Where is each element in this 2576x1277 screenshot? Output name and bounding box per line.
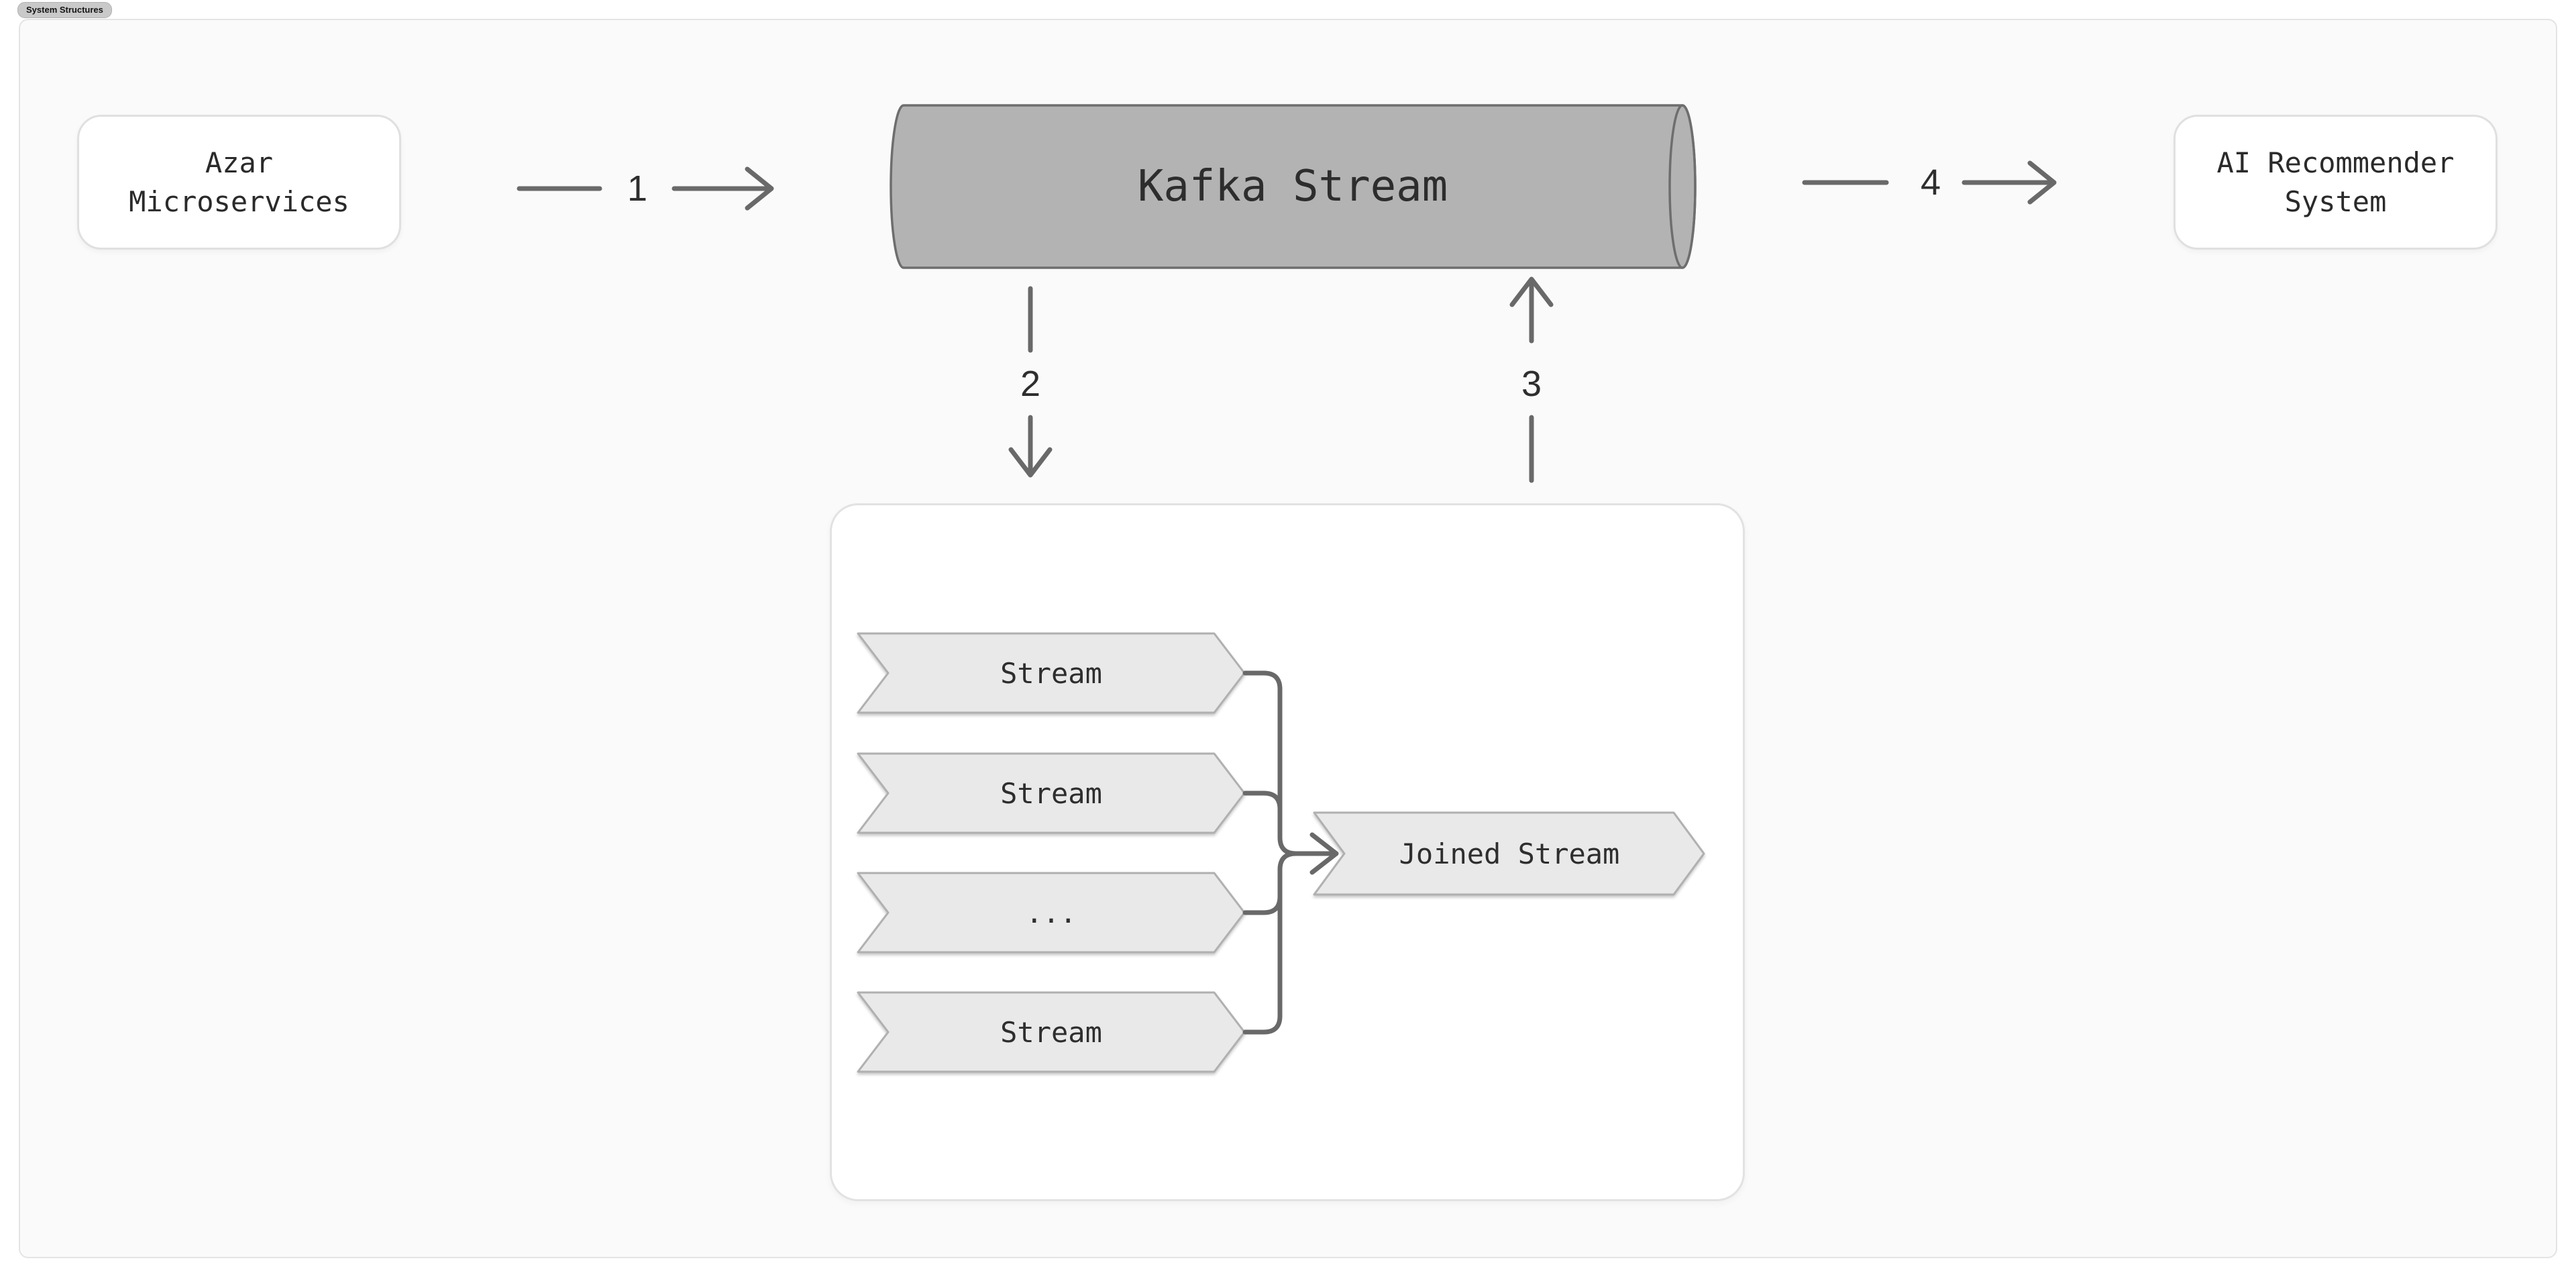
arrow-2-head [1008, 447, 1053, 478]
bus-connector-bottom [1242, 851, 1299, 1035]
stream-chevron-1 [857, 632, 1246, 714]
diagram-tag-pill[interactable]: System Structures [17, 2, 112, 18]
node-ai-recommender-system: AI Recommender System [2174, 115, 2498, 250]
stream-chevron-4 [857, 991, 1246, 1073]
stream-label-4: Stream [1000, 1015, 1102, 1049]
joined-arrow-head [1309, 832, 1339, 875]
stream-label-3: ... [1026, 896, 1077, 929]
arrow-4-head [2027, 160, 2057, 205]
bus-connector-stub-2 [1242, 790, 1283, 812]
arrow-1-head [745, 166, 774, 211]
edge-label-2: 2 [1020, 364, 1041, 404]
kafka-stream-label: Kafka Stream [1137, 162, 1448, 211]
edge-label-3: 3 [1521, 364, 1542, 404]
stream-chevron-3 [857, 872, 1246, 954]
bus-connector-stub-3 [1242, 894, 1283, 915]
bus-connector-top [1242, 670, 1299, 856]
node-azar-microservices: Azar Microservices [77, 115, 401, 250]
node-ai-label-line1: AI Recommender [2216, 146, 2455, 179]
kafka-cylinder-rim [1668, 104, 1697, 269]
stream-label-2: Stream [1000, 776, 1102, 810]
node-ai-label-line2: System [2284, 185, 2387, 218]
stream-label-1: Stream [1000, 656, 1102, 690]
stream-chevron-2 [857, 752, 1246, 834]
edge-label-4: 4 [1920, 162, 1941, 203]
edge-label-1: 1 [627, 168, 648, 209]
arrow-3-head [1509, 276, 1554, 307]
joined-stream-chevron [1313, 811, 1705, 896]
node-azar-label-line2: Microservices [129, 185, 350, 218]
node-azar-label-line1: Azar [205, 146, 274, 179]
joined-stream-label: Joined Stream [1399, 837, 1620, 870]
